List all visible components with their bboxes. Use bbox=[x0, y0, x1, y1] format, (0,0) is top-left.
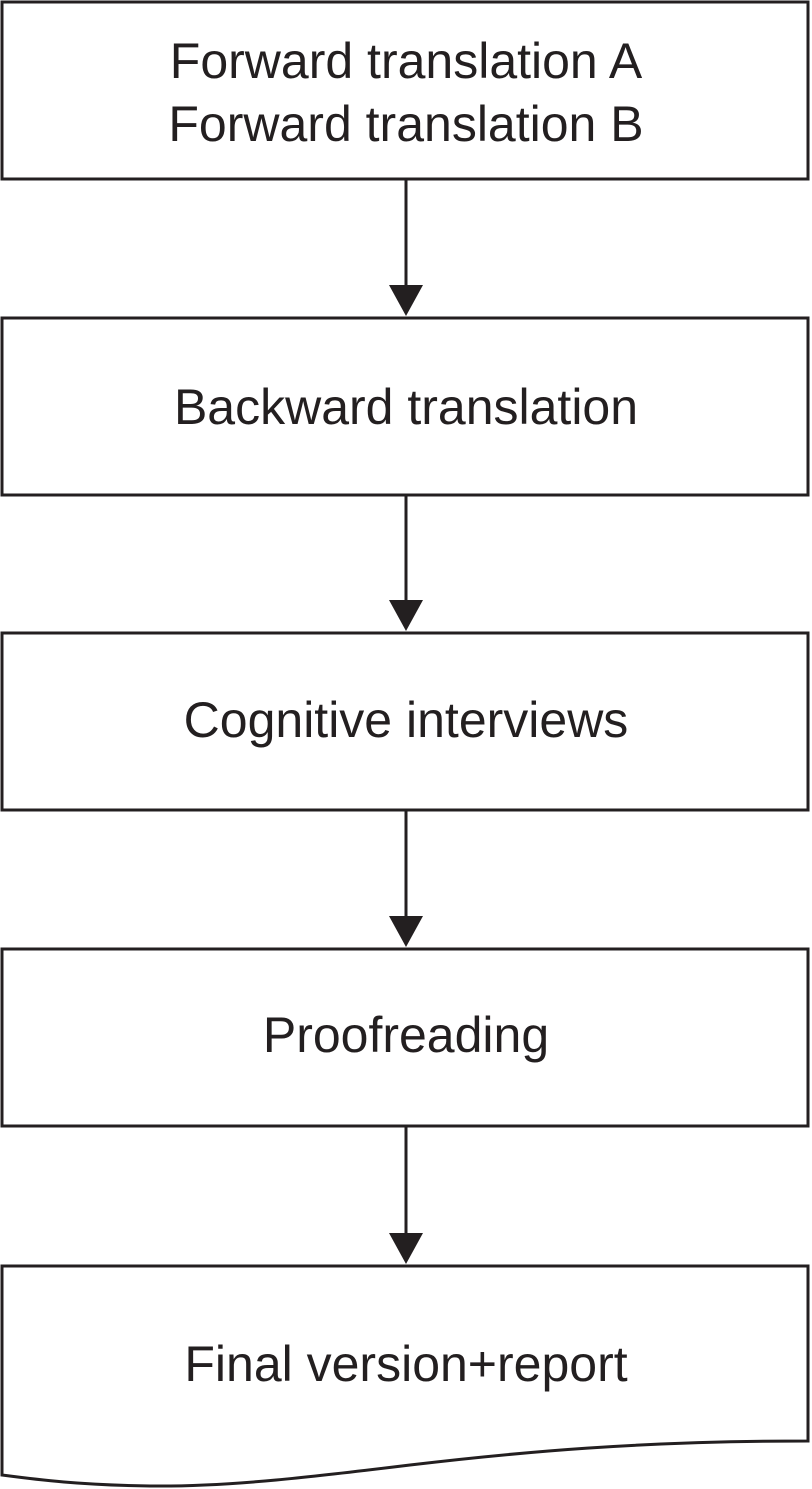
step-final-version-report: Final version+report bbox=[0, 1264, 810, 1488]
step-backward-translation: Backward translation bbox=[0, 316, 810, 497]
arrow-head bbox=[389, 600, 423, 631]
arrow-head bbox=[389, 916, 423, 947]
step-label: Cognitive interviews bbox=[184, 692, 629, 748]
step-label-line-1: Forward translation A bbox=[170, 33, 643, 89]
step-box bbox=[0, 0, 810, 181]
step-forward-translation: Forward translation A Forward translatio… bbox=[0, 0, 810, 181]
step-proofreading: Proofreading bbox=[0, 947, 810, 1128]
step-label: Backward translation bbox=[174, 379, 638, 435]
arrow-forward-to-backward bbox=[389, 179, 423, 316]
arrow-proofreading-to-final bbox=[389, 1126, 423, 1264]
step-label: Final version+report bbox=[184, 1336, 627, 1392]
arrow-head bbox=[389, 285, 423, 316]
step-label-line-2: Forward translation B bbox=[168, 96, 643, 152]
step-cognitive-interviews: Cognitive interviews bbox=[0, 631, 810, 812]
step-label: Proofreading bbox=[263, 1007, 549, 1063]
arrow-backward-to-cognitive bbox=[389, 495, 423, 631]
document-shape bbox=[0, 1264, 810, 1488]
arrow-head bbox=[389, 1233, 423, 1264]
arrow-cognitive-to-proofreading bbox=[389, 810, 423, 947]
